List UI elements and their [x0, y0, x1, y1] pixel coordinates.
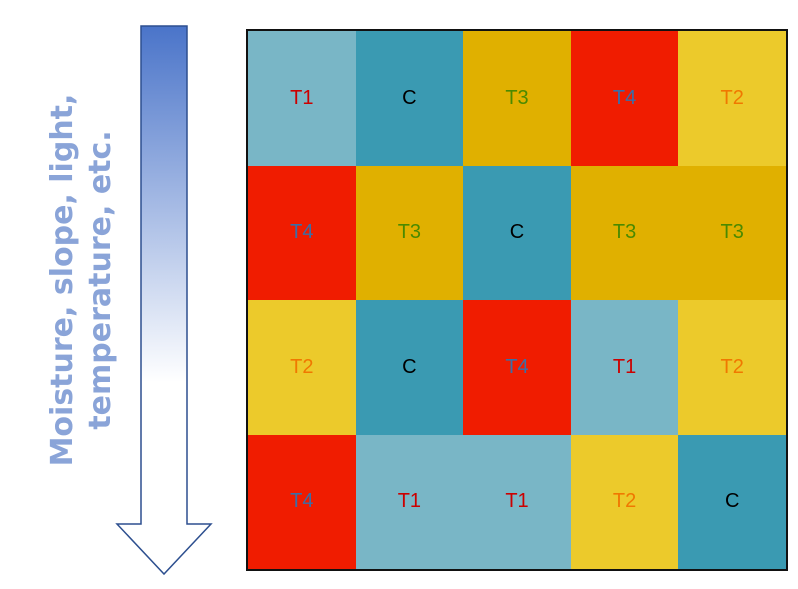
- cell-label: T4: [290, 221, 314, 244]
- gradient-label-line2: temperature, etc.: [83, 130, 118, 429]
- grid-cell: T2: [678, 300, 786, 435]
- grid-cell: T1: [355, 434, 464, 569]
- grid-cell: T2: [248, 300, 356, 435]
- cell-label: C: [402, 355, 417, 378]
- cell-label: T4: [612, 86, 637, 109]
- cell-label: T2: [720, 355, 744, 378]
- grid-cell: T4: [463, 300, 571, 435]
- grid-cell: C: [355, 31, 464, 166]
- cell-label: T3: [612, 221, 637, 244]
- grid-cell: T3: [355, 165, 464, 300]
- cell-label: T1: [505, 490, 529, 513]
- cell-label: T4: [290, 490, 314, 513]
- cell-label: T1: [612, 355, 637, 378]
- grid-cell: T4: [570, 31, 679, 166]
- cell-label: C: [509, 221, 525, 244]
- grid-cell: T1: [248, 31, 356, 166]
- grid-cell: C: [355, 300, 464, 435]
- cell-label: T1: [397, 490, 422, 513]
- grid-cell: T3: [678, 165, 786, 300]
- cell-label: T2: [290, 355, 314, 378]
- gradient-label-line1: Moisture, slope, light,: [45, 94, 80, 467]
- cell-label: T1: [290, 86, 314, 109]
- grid-cell: T2: [570, 434, 679, 569]
- grid-cell: T2: [678, 31, 786, 166]
- grid-cell: T1: [463, 434, 571, 569]
- gradient-label: Moisture, slope, light, temperature, etc…: [30, 60, 140, 500]
- cell-label: C: [402, 86, 417, 109]
- grid-cell: C: [678, 434, 786, 569]
- cell-label: T3: [720, 221, 744, 244]
- grid-cell: T4: [248, 434, 356, 569]
- cell-label: C: [724, 490, 740, 513]
- cell-label: T2: [612, 490, 637, 513]
- grid-cell: C: [463, 165, 571, 300]
- cell-label: T3: [505, 86, 529, 109]
- down-arrow-icon: [112, 22, 216, 578]
- grid-cell: T3: [570, 165, 679, 300]
- grid-cell: T1: [570, 300, 679, 435]
- grid-cell: T3: [463, 31, 571, 166]
- cell-label: T2: [720, 86, 744, 109]
- grid-cell: T4: [248, 165, 356, 300]
- cell-label: T3: [397, 221, 422, 244]
- cell-label: T4: [505, 355, 529, 378]
